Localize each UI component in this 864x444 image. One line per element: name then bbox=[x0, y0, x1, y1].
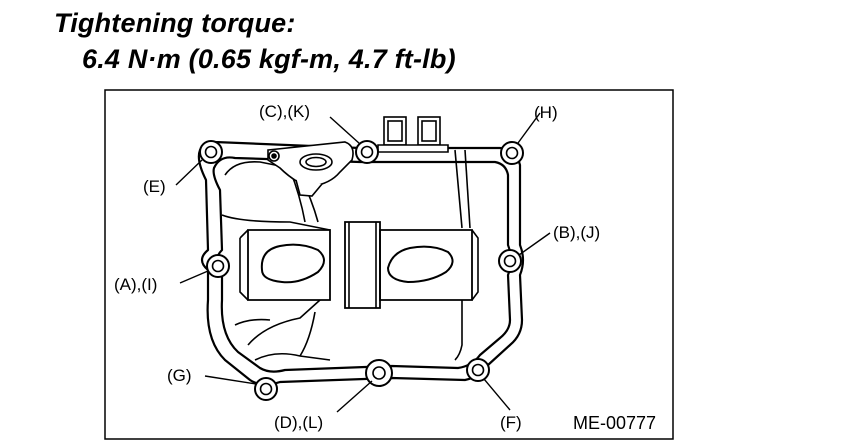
label-f: (F) bbox=[500, 413, 522, 432]
bolt-b-j bbox=[498, 249, 522, 273]
torque-value: 6.4 N·m (0.65 kgf-m, 4.7 ft-lb) bbox=[82, 44, 456, 74]
bolt-c-k bbox=[355, 140, 379, 164]
label-e: (E) bbox=[143, 177, 166, 196]
leader-lines bbox=[175, 112, 551, 413]
bolt-h bbox=[500, 141, 524, 165]
label-b-j: (B),(J) bbox=[553, 223, 600, 242]
figure-code: ME-00777 bbox=[573, 413, 656, 433]
bolt-e bbox=[199, 140, 223, 164]
label-g: (G) bbox=[167, 366, 192, 385]
label-h: (H) bbox=[534, 103, 558, 122]
figure-frame bbox=[104, 89, 674, 440]
bolt-g bbox=[254, 377, 278, 401]
top-connectors bbox=[377, 116, 449, 153]
oil-filler-fitting bbox=[267, 141, 354, 197]
label-c-k: (C),(K) bbox=[259, 102, 310, 121]
bolt-a-i bbox=[206, 254, 230, 278]
cover-inner-details bbox=[221, 149, 479, 361]
torque-heading: Tightening torque: bbox=[54, 8, 296, 38]
bolt-d-l bbox=[365, 359, 393, 387]
label-a-i: (A),(I) bbox=[114, 275, 157, 294]
label-d-l: (D),(L) bbox=[274, 413, 323, 432]
bolt-f bbox=[466, 358, 490, 382]
